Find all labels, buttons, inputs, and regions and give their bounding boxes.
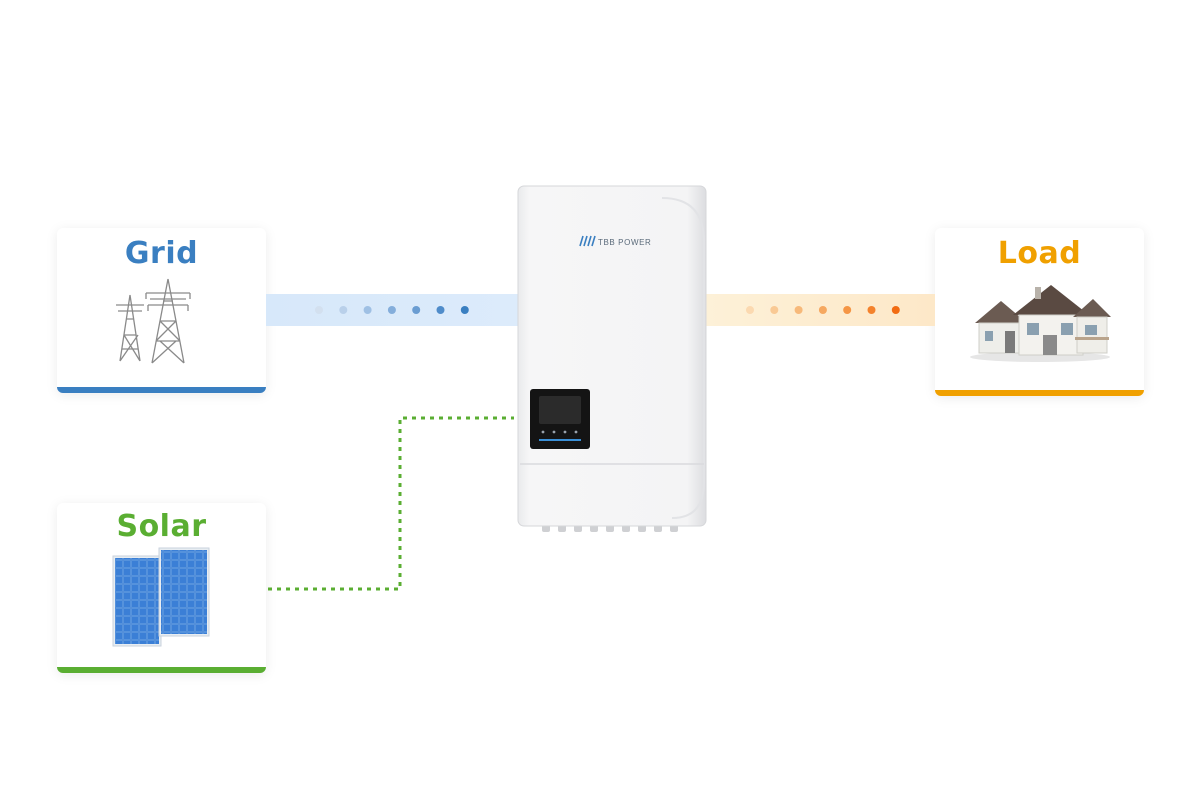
load-flow-dots [746, 306, 900, 314]
house-icon [969, 285, 1111, 362]
load-flow-dot-7 [891, 306, 900, 314]
solar-accent-bar [57, 667, 266, 673]
load-flow-dot-1 [746, 306, 754, 314]
solar-label: Solar [116, 509, 207, 544]
grid-flow-dot-3 [363, 306, 372, 314]
load-flow-dot-2 [770, 306, 779, 314]
grid-accent-bar [57, 387, 266, 393]
grid-flow-dots [315, 306, 469, 314]
load-flow-dot-3 [794, 306, 803, 314]
grid-flow-dot-7 [460, 306, 469, 314]
load-accent-bar [935, 390, 1144, 396]
solar-panel-icon [112, 547, 209, 647]
load-card: Load [935, 228, 1144, 396]
grid-flow-dot-1 [315, 306, 323, 314]
grid-flow-dot-6 [436, 306, 445, 314]
solar-flow-line [268, 416, 514, 591]
grid-card: Grid [57, 228, 266, 393]
load-flow-dot-6 [867, 306, 876, 314]
load-flow-dot-5 [843, 306, 852, 314]
solar-card: Solar [57, 503, 266, 673]
load-label: Load [997, 236, 1082, 271]
grid-label: Grid [124, 236, 199, 271]
inverter-device-icon: TBB POWER [517, 185, 707, 532]
load-flow-dot-4 [818, 306, 827, 314]
grid-flow-dot-2 [339, 306, 348, 314]
power-tower-icon [115, 278, 191, 364]
grid-flow-dot-4 [387, 306, 396, 314]
brand-label: TBB POWER [598, 238, 651, 247]
grid-flow-dot-5 [412, 306, 421, 314]
